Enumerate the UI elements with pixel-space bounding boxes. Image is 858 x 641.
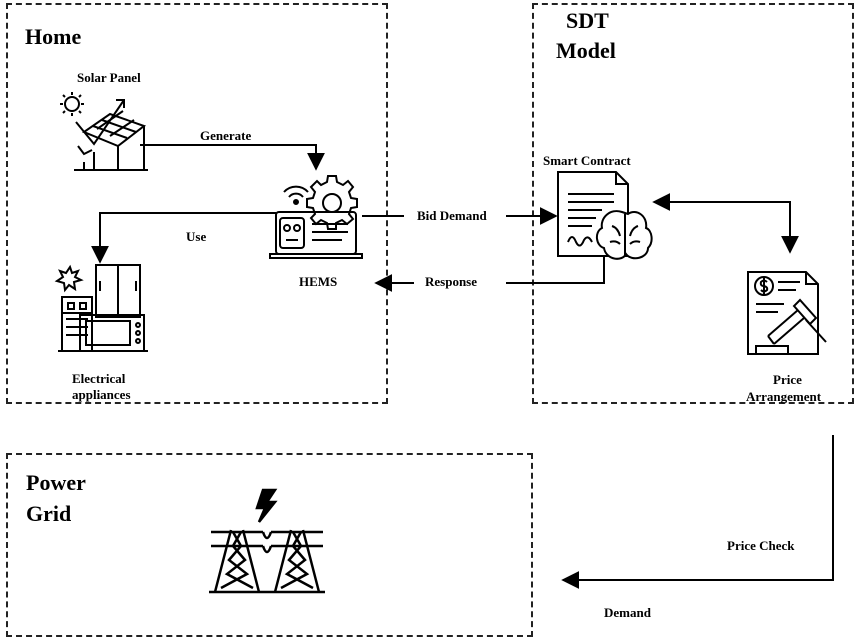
contract-price-arrow xyxy=(652,193,799,254)
grid-title-line2: Grid xyxy=(26,501,72,526)
bid-demand-label: Bid Demand xyxy=(417,208,487,223)
generate-label: Generate xyxy=(200,128,252,143)
price-arrangement-label-line2: Arrangement xyxy=(746,389,822,404)
hems-icon xyxy=(269,175,363,259)
response-line xyxy=(506,255,605,284)
power-tower-icon xyxy=(209,488,325,594)
home-container xyxy=(6,3,388,404)
demand-label: Demand xyxy=(604,605,651,620)
home-title: Home xyxy=(25,24,82,49)
price-check-label: Price Check xyxy=(727,538,795,553)
sdt-title-line2: Model xyxy=(556,38,616,63)
response-label: Response xyxy=(425,274,478,289)
generate-arrow xyxy=(140,144,325,171)
power-grid-container xyxy=(6,453,533,637)
use-arrow xyxy=(91,212,276,264)
grid-title-line1: Power xyxy=(26,470,86,495)
price-check-demand-arrow xyxy=(561,435,834,589)
hems-label: HEMS xyxy=(299,274,338,289)
smart-contract-icon xyxy=(557,171,653,260)
appliances-label-line2: appliances xyxy=(72,387,131,402)
sdt-model-container xyxy=(532,3,854,404)
price-arrangement-label-line1: Price xyxy=(773,372,802,387)
smart-contract-label: Smart Contract xyxy=(543,153,631,168)
solar-panel-label: Solar Panel xyxy=(77,70,141,85)
appliances-label-line1: Electrical xyxy=(72,371,126,386)
use-label: Use xyxy=(186,229,207,244)
solar-panel-icon xyxy=(60,92,148,171)
price-arrangement-icon xyxy=(747,271,827,355)
sdt-title-line1: SDT xyxy=(566,8,609,33)
appliances-icon xyxy=(54,264,148,352)
